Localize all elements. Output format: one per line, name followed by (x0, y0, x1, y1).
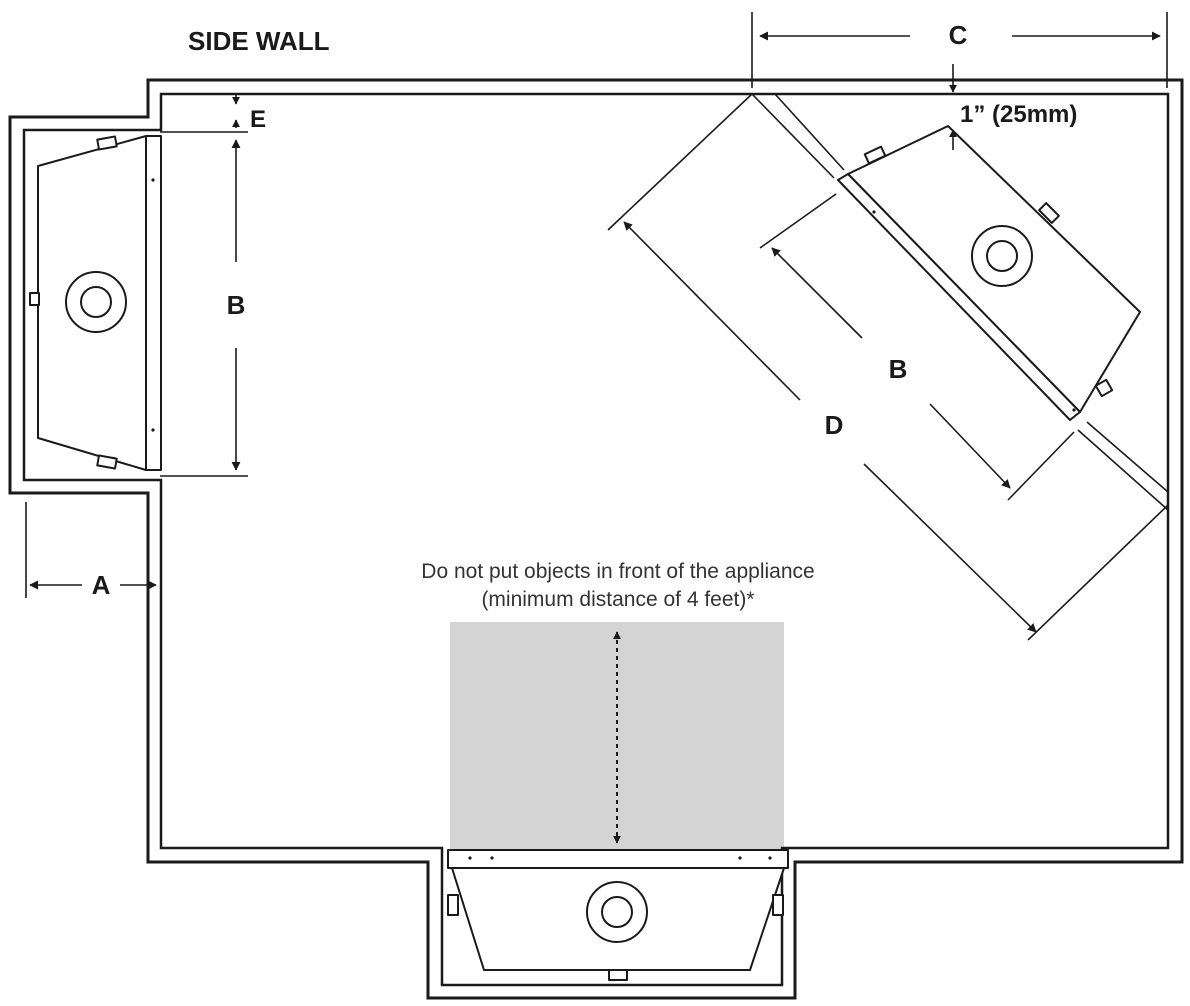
room-walls (8, 78, 1184, 1000)
dimension-b-corner (759, 193, 1075, 501)
label-c: C (949, 20, 968, 50)
bottom-appliance (447, 849, 789, 981)
label-clearance: 1” (25mm) (960, 101, 1077, 128)
label-b-left: B (227, 290, 246, 320)
label-a: A (92, 570, 111, 600)
label-b-corner: B (889, 354, 908, 384)
side-wall-label: SIDE WALL (188, 26, 330, 56)
corner-appliance (837, 125, 1141, 421)
dimension-a (25, 502, 157, 598)
corner-chase-walls (751, 93, 1169, 511)
dimension-c (751, 12, 1168, 88)
label-d: D (825, 410, 844, 440)
dimension-d (607, 93, 1169, 641)
label-e: E (250, 106, 266, 133)
note-line-2: (minimum distance of 4 feet)* (481, 588, 754, 611)
clearance-zone (450, 622, 784, 850)
left-appliance (29, 135, 162, 471)
note-line-1: Do not put objects in front of the appli… (421, 560, 814, 583)
dimension-b-left (160, 131, 248, 477)
